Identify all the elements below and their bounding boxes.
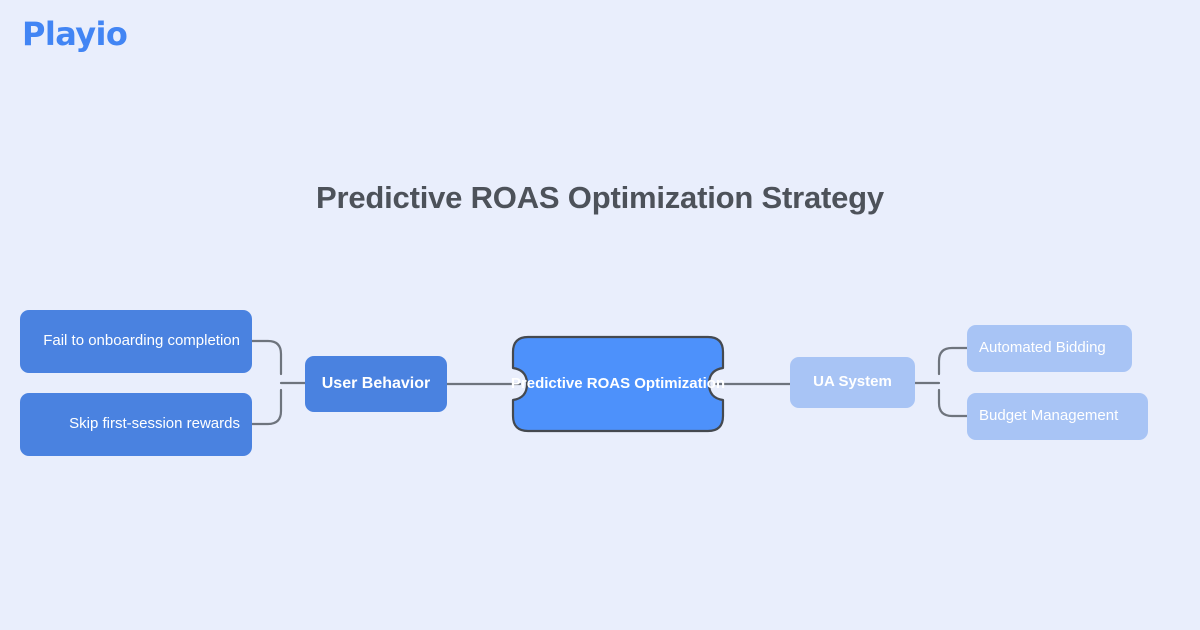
connector-left-leaf-bottom — [250, 388, 283, 426]
node-label: Predictive ROAS Optimization — [510, 375, 726, 393]
node-skip-first-session-rewards[interactable]: Skip first-session rewards — [20, 393, 252, 456]
node-automated-bidding[interactable]: Automated Bidding — [967, 325, 1132, 372]
connector-left-leaf-top — [250, 339, 283, 376]
connector-right-leaf-bottom — [937, 388, 969, 418]
node-label: User Behavior — [321, 375, 431, 393]
node-label: Skip first-session rewards — [69, 415, 240, 433]
node-user-behavior[interactable]: User Behavior — [305, 356, 447, 412]
node-ua-system[interactable]: UA System — [790, 357, 915, 408]
connector-right-leaf-top — [937, 346, 969, 376]
node-label: Fail to onboarding completion — [43, 332, 240, 350]
brand-logo: Playio — [22, 15, 128, 53]
node-predictive-roas-optimization[interactable]: Predictive ROAS Optimization — [510, 334, 726, 434]
node-label: Automated Bidding — [979, 339, 1106, 357]
node-label: Budget Management — [979, 407, 1119, 425]
root-node-shape — [511, 335, 725, 433]
node-fail-to-onboarding-completion[interactable]: Fail to onboarding completion — [20, 310, 252, 373]
node-label: UA System — [813, 373, 892, 391]
diagram-title: Predictive ROAS Optimization Strategy — [316, 180, 884, 215]
node-budget-management[interactable]: Budget Management — [967, 393, 1148, 440]
